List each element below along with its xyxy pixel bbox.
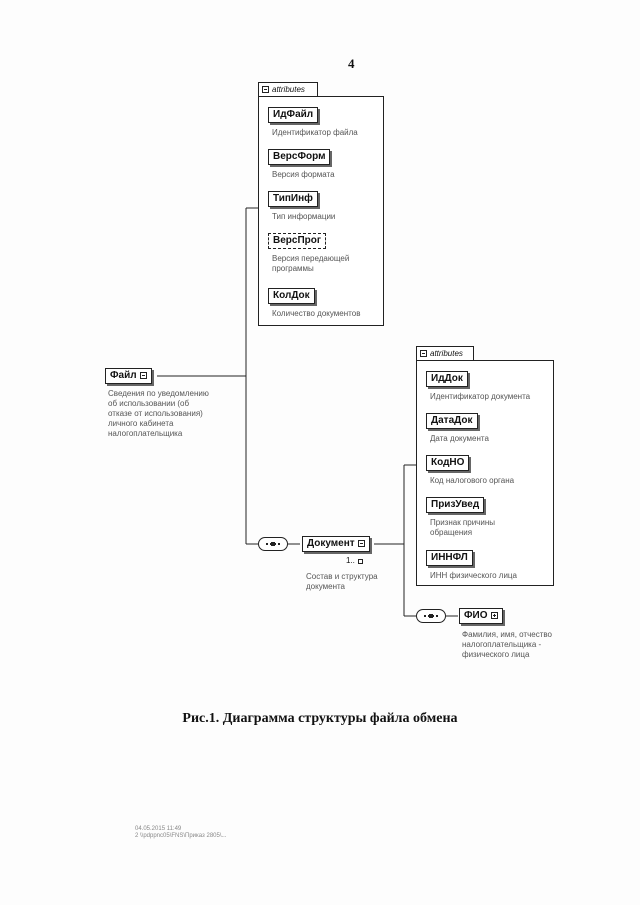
collapse-icon[interactable] [420, 350, 427, 357]
attr-versprog-description: Версия передающей программы [272, 254, 350, 273]
file-attributes-group [258, 96, 384, 326]
attr-idfail[interactable]: ИдФайл [268, 107, 319, 123]
attr-versprog[interactable]: ВерсПрог [268, 233, 327, 249]
sequence-compositor [258, 537, 288, 551]
expand-icon[interactable] [490, 612, 498, 619]
page-number: 4 [348, 56, 355, 71]
attr-prizuved-description: Признак причины обращения [430, 518, 495, 537]
attr-versform-description: Версия формата [272, 170, 335, 179]
element-dokument[interactable]: Документ [302, 536, 370, 552]
multiplicity-label: 1.. [346, 556, 355, 565]
element-dokument-description: Состав и структура документа [306, 572, 378, 591]
attr-kodno-description: Код налогового органа [430, 476, 515, 485]
file-attributes-tab[interactable]: attributes [258, 82, 318, 96]
infinity-icon [358, 559, 363, 564]
attr-tipinf[interactable]: ТипИнф [268, 191, 318, 207]
element-fail[interactable]: Файл [105, 368, 152, 384]
attr-idfail-description: Идентификатор файла [272, 128, 358, 137]
attr-kodno[interactable]: КодНО [426, 455, 470, 471]
group-label: attributes [430, 349, 463, 358]
collapse-icon[interactable] [262, 86, 269, 93]
collapse-icon[interactable] [357, 540, 365, 547]
attr-koldok[interactable]: КолДок [268, 288, 315, 304]
attr-datadok-description: Дата документа [430, 434, 489, 443]
group-label: attributes [272, 85, 305, 94]
attr-innfl-description: ИНН физического лица [430, 571, 517, 580]
document-attributes-tab[interactable]: attributes [416, 346, 474, 360]
attr-koldok-description: Количество документов [272, 309, 361, 318]
element-fio-label: ФИО [464, 610, 488, 621]
document-attributes-group [416, 360, 554, 586]
sequence-compositor-fio [416, 609, 446, 623]
attr-iddok[interactable]: ИдДок [426, 371, 468, 387]
element-dokument-label: Документ [307, 538, 355, 549]
attr-iddok-description: Идентификатор документа [430, 392, 531, 401]
attr-innfl[interactable]: ИННФЛ [426, 550, 473, 566]
attr-prizuved[interactable]: ПризУвед [426, 497, 485, 513]
figure-caption: Рис.1. Диаграмма структуры файла обмена [182, 711, 458, 726]
element-fail-description: Сведения по уведомлению об использовании… [108, 389, 209, 438]
attr-versform[interactable]: ВерсФорм [268, 149, 331, 165]
footer-line-2: 2 \\pdppnc05\FNS\Приказ 2805\... [135, 833, 227, 839]
element-fail-label: Файл [110, 370, 137, 381]
element-fio[interactable]: ФИО [459, 608, 503, 624]
element-fio-description: Фамилия, имя, отчество налогоплательщика… [462, 630, 552, 659]
attr-datadok[interactable]: ДатаДок [426, 413, 478, 429]
footer-line-1: 04.05.2015 11:49 [135, 826, 182, 832]
attr-tipinf-description: Тип информации [272, 212, 336, 221]
collapse-icon[interactable] [139, 372, 147, 379]
